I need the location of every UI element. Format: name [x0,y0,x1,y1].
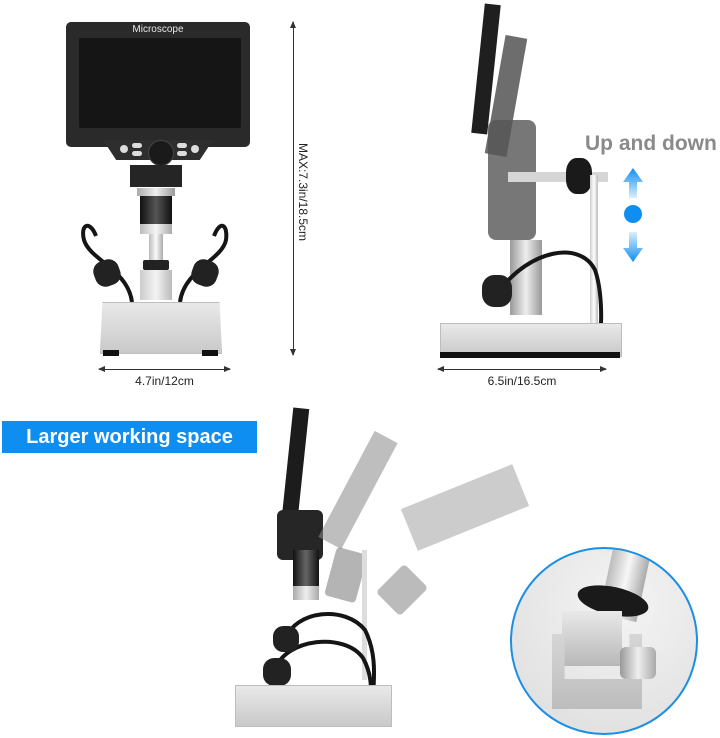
pillar-bracket [140,270,172,300]
button-right-2 [177,151,187,156]
up-down-arrows-icon [623,168,643,262]
button-right-1 [177,143,187,148]
front-view-microscope: Microscope [60,10,290,370]
lens-ring [137,188,175,196]
hinge-detail-circle [510,547,698,735]
button-left-3 [132,151,142,156]
side-base-edge [440,352,620,358]
pillar [149,234,163,262]
height-label: MAX:7.3in/18.5cm [296,142,310,242]
hinge-block [562,611,622,666]
lens-mount [130,165,182,187]
working-space-banner: Larger working space [2,421,257,453]
monitor-brand-label: Microscope [132,24,184,35]
front-width-label: 4.7in/12cm [135,374,194,388]
side-width-label: 6.5in/16.5cm [487,374,557,388]
button-left-2 [132,143,142,148]
led-lamp-arms [81,224,229,303]
tilt-led-lamp-2 [263,658,291,686]
arrow-right-icon [600,366,607,372]
side-lamp-arm [498,250,604,341]
side-base-plate [440,323,622,357]
tilt-sequence-microscope [225,400,545,738]
side-pillar [590,175,598,330]
tilt-pillar [362,550,367,680]
tilt-base-plate [235,685,392,727]
arrow-up-icon [290,21,296,28]
monitor: Microscope [66,22,250,147]
lens-tip [140,224,172,234]
arrow-down-icon [290,349,296,356]
height-dimension-line [290,21,296,356]
side-led-lamp [482,275,512,307]
foot-right [202,350,218,356]
up-and-down-label: Up and down [585,132,717,155]
arrow-left-icon [98,366,105,372]
lens-barrel [140,196,172,224]
tilt-led-lamp-1 [273,626,299,652]
side-view-microscope [430,0,630,370]
button-right-3 [191,145,199,153]
monitor-screen [79,38,241,128]
tilt-lens-tip-upright [293,586,319,600]
base-plate [100,302,222,354]
front-width-dimension-line [98,366,231,372]
foot-left [103,350,119,356]
side-bracket-arm [508,172,608,182]
side-focus-knob [566,158,592,194]
side-lens [510,240,542,315]
arrow-left-icon [437,366,444,372]
side-width-dimension-line [437,366,607,372]
pillar-collar [143,260,169,270]
hinge-bolt [620,647,656,679]
arrow-right-icon [224,366,231,372]
button-left-1 [120,145,128,153]
